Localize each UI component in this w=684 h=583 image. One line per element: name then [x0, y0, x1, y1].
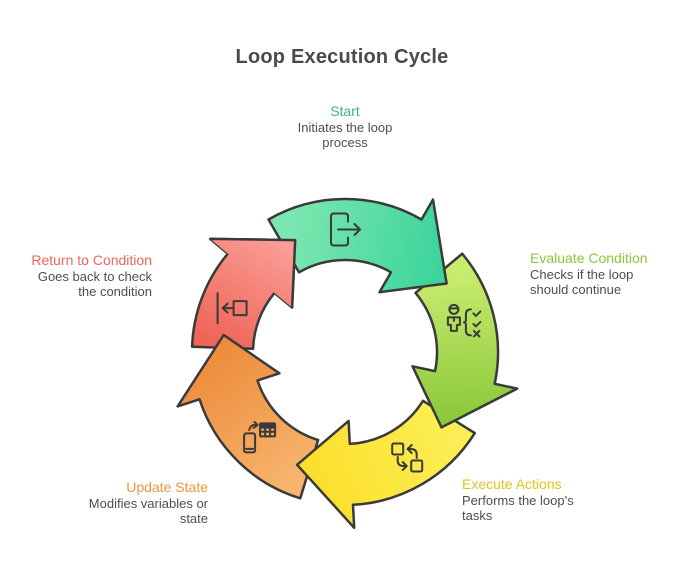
- step-desc-return-to-condition: Goes back to check the condition: [37, 269, 152, 300]
- step-desc-execute-actions: Performs the loop's tasks: [462, 493, 574, 524]
- segment-return-to-condition-arrowhead: [210, 238, 296, 308]
- step-label-return-to-condition: Return to Condition Goes back to check t…: [22, 252, 152, 299]
- step-label-start: Start Initiates the loop process: [287, 103, 403, 150]
- segment-start: [267, 197, 448, 294]
- step-label-execute-actions: Execute Actions Performs the loop's task…: [462, 476, 592, 523]
- step-title-start: Start: [330, 103, 360, 119]
- step-title-evaluate-condition: Evaluate Condition: [530, 250, 648, 266]
- step-desc-evaluate-condition: Checks if the loop should continue: [530, 267, 634, 298]
- segment-evaluate-condition: [411, 252, 519, 429]
- segment-execute-actions: [295, 399, 477, 530]
- segment-return-to-condition-arrowhead-outline: [210, 237, 297, 308]
- step-desc-update-state: Modifies variables or state: [88, 496, 208, 527]
- segment-update-state: [176, 333, 320, 500]
- page-title: Loop Execution Cycle: [235, 46, 449, 68]
- step-desc-start: Initiates the loop process: [297, 120, 393, 151]
- step-title-execute-actions: Execute Actions: [462, 476, 562, 492]
- step-title-update-state: Update State: [126, 479, 208, 495]
- step-label-update-state: Update State Modifies variables or state: [73, 479, 208, 526]
- step-label-evaluate-condition: Evaluate Condition Checks if the loop sh…: [530, 250, 665, 297]
- step-title-return-to-condition: Return to Condition: [31, 252, 152, 268]
